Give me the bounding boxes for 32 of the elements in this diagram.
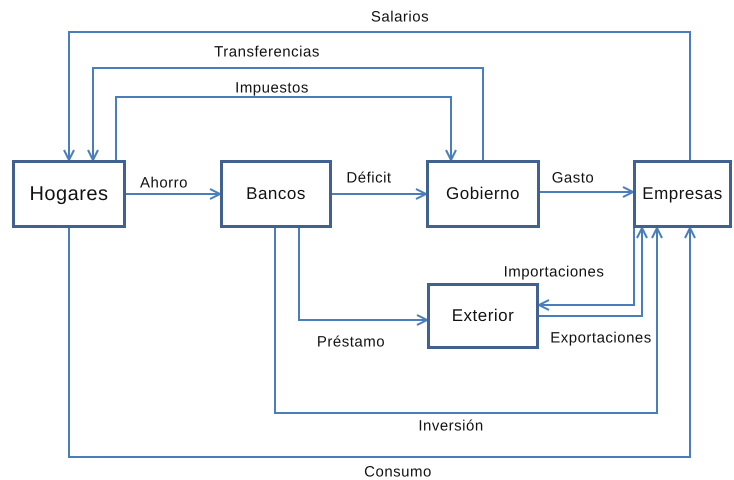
process-box: [426, 160, 540, 228]
process-box: [427, 283, 539, 349]
process-box: [12, 160, 126, 228]
arrow: [540, 186, 634, 198]
edge-label: Exportaciones: [550, 330, 652, 346]
edge-label: Ahorro: [140, 174, 188, 192]
edge-label: Importaciones: [504, 264, 604, 280]
arrow: [87, 67, 484, 161]
node-label: Empresas: [642, 184, 723, 204]
node-label: Bancos: [246, 184, 306, 204]
node-label: Hogares: [29, 182, 109, 206]
arrow: [68, 227, 696, 458]
arrow: [298, 228, 428, 326]
edge-label: Salarios: [370, 8, 430, 26]
arrow: [274, 227, 663, 414]
edge-label: Transferencias: [214, 44, 320, 60]
arrow: [115, 96, 457, 161]
arrow: [539, 227, 648, 317]
arrow: [63, 31, 691, 161]
edge-label: Préstamo: [316, 334, 386, 350]
process-box: [220, 160, 332, 228]
edge-label: Inversión: [418, 418, 484, 434]
process-box: [633, 160, 732, 228]
edge-label: Gasto: [552, 170, 594, 186]
node-label: Gobierno: [446, 184, 520, 204]
node-label: Exterior: [452, 306, 514, 326]
arrow: [538, 228, 635, 311]
edge-label: Déficit: [346, 170, 392, 186]
edge-label: Impuestos: [235, 80, 309, 96]
edge-label: Consumo: [364, 464, 432, 480]
arrow: [126, 188, 221, 200]
arrow: [332, 188, 427, 200]
